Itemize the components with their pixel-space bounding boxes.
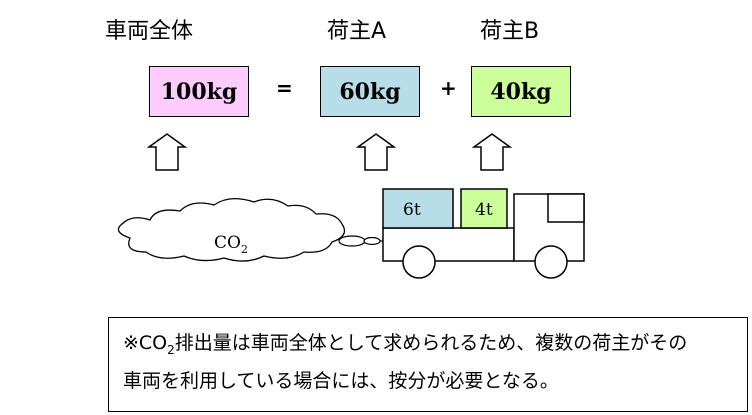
header-shipper-a: 荷主A [327,19,387,44]
header-vehicle-total: 車両全体 [105,19,194,44]
explanation-note: ※CO2排出量は車両全体として求められるため、複数の荷主がその 車両を利用してい… [108,317,748,412]
cargo-shipper-b [460,188,508,229]
cargo-shipper-a-label: 6t [403,200,421,220]
co2-label: CO2 [214,233,248,256]
header-shipper-b: 荷主B [480,19,540,44]
up-arrow-shipper-a-icon [355,133,397,171]
diagram-graphics: CO2 6t 4t [117,133,585,279]
shipper-a-emission-value: 60kg [339,78,401,105]
plus-sign: + [440,76,457,100]
exhaust-puff-large-icon [338,235,366,247]
note-line-2: 車両を利用している場合には、按分が必要となる。 [123,369,559,392]
cargo-shipper-a [382,188,454,229]
cargo-shipper-b-label: 4t [475,200,493,220]
exhaust-puff-small-icon [363,236,381,246]
total-emission-value: 100kg [160,78,238,105]
note-line-1: ※CO2排出量は車両全体として求められるため、複数の荷主がその [123,332,688,357]
total-emission-box: 100kg [149,66,249,117]
up-arrow-total-icon [146,133,188,171]
up-arrow-shipper-b-icon [471,133,513,171]
shipper-b-emission-box: 40kg [471,66,571,117]
shipper-a-emission-box: 60kg [320,66,420,117]
shipper-b-emission-value: 40kg [490,78,552,105]
equals-sign: = [276,76,293,100]
co2-cloud-icon [117,198,346,262]
truck-icon [382,193,585,279]
